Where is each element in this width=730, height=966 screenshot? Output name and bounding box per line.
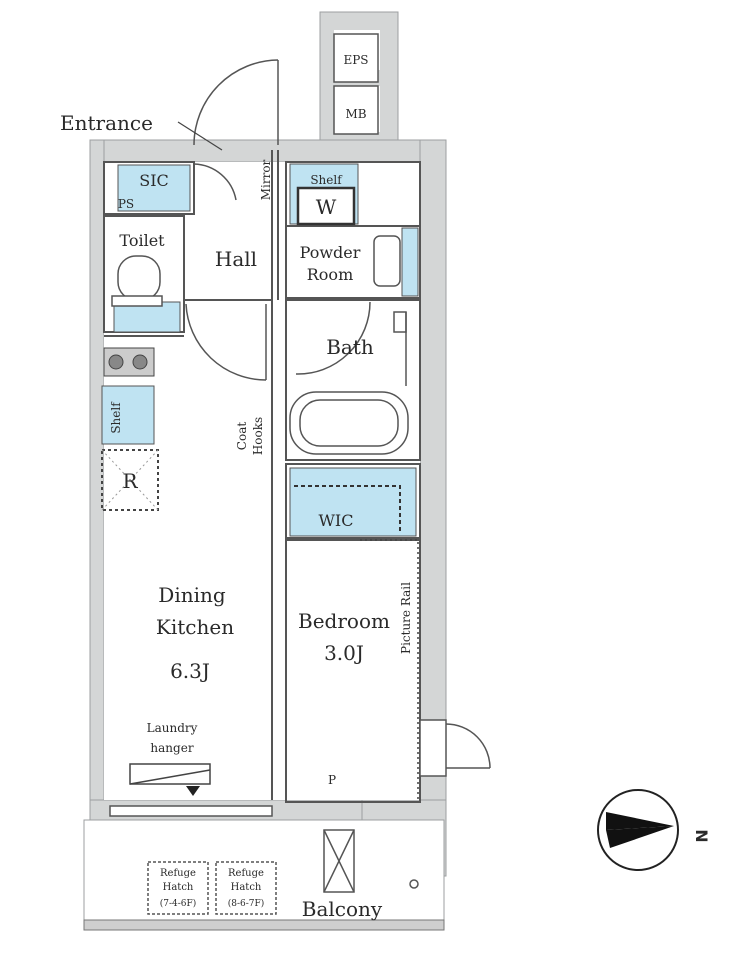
refrigerator-box xyxy=(101,449,159,511)
basin xyxy=(373,235,401,287)
label-mirror: Mirror xyxy=(259,159,273,200)
label-hatch-2c: (8-6-7F) xyxy=(228,898,265,909)
bathtub xyxy=(289,311,409,455)
hall-door xyxy=(185,303,267,381)
label-hatch-1b: Hatch xyxy=(163,882,194,893)
label-powder-1: Powder xyxy=(300,243,361,262)
eps-mb xyxy=(333,33,379,135)
label-ps-left: PS xyxy=(118,197,134,211)
label-w: W xyxy=(316,195,337,219)
picture-rail-line xyxy=(360,539,419,800)
entrance-door xyxy=(193,59,279,146)
label-shelf: Shelf xyxy=(310,173,343,187)
sic-storage xyxy=(117,164,191,212)
mb-box xyxy=(333,85,379,135)
interior-walls xyxy=(103,150,421,803)
label-coat-1: Coat xyxy=(235,422,249,451)
label-hall: Hall xyxy=(215,247,257,271)
label-mb: MB xyxy=(345,107,366,121)
label-dining-1: Dining xyxy=(158,583,226,607)
label-dining-2: Kitchen xyxy=(156,615,234,639)
label-eps: EPS xyxy=(343,53,368,67)
label-bedroom-size: 3.0J xyxy=(324,641,364,665)
label-toilet: Toilet xyxy=(119,231,165,250)
label-sic: SIC xyxy=(139,171,169,190)
label-bedroom: Bedroom xyxy=(298,609,390,633)
refuge-hatch-1 xyxy=(147,861,209,915)
label-entrance: Entrance xyxy=(60,111,153,135)
windows xyxy=(109,719,447,817)
label-dining-size: 6.3J xyxy=(170,659,210,683)
closet-door xyxy=(193,163,237,201)
label-powder-2: Room xyxy=(307,265,353,284)
label-shelf-kitchen: Shelf xyxy=(109,401,123,434)
toilet-shelf xyxy=(113,301,181,333)
text-labels: EPS MB Entrance SIC PS Mirror Shelf W To… xyxy=(60,53,711,921)
toilet-fixture xyxy=(111,255,163,307)
label-hatch-1c: (7-4-6F) xyxy=(160,898,197,909)
wic-rail xyxy=(294,485,401,532)
label-balcony: Balcony xyxy=(302,897,383,921)
laundry-hanger xyxy=(129,763,211,796)
refuge-hatch-2 xyxy=(215,861,277,915)
label-bath: Bath xyxy=(326,335,374,359)
washer-box xyxy=(296,186,356,226)
compass xyxy=(597,789,679,871)
label-refrigerator: R xyxy=(122,469,138,493)
label-picture-rail: Picture Rail xyxy=(399,582,413,654)
balcony-items xyxy=(147,829,419,915)
label-hatch-1a: Refuge xyxy=(160,868,196,879)
kitchen-sink xyxy=(101,385,155,445)
label-hatch-2a: Refuge xyxy=(228,868,264,879)
powder-shelf xyxy=(401,227,419,297)
label-compass-n: N xyxy=(692,829,711,842)
doors xyxy=(185,59,491,769)
wic-storage xyxy=(289,467,417,537)
balcony-rail xyxy=(83,919,445,931)
label-laundry-2: hanger xyxy=(150,741,193,755)
label-wic: WIC xyxy=(318,511,353,530)
label-laundry-1: Laundry xyxy=(147,721,198,735)
stove xyxy=(103,347,155,377)
eps-box xyxy=(333,33,379,83)
label-hatch-2b: Hatch xyxy=(231,882,262,893)
entrance-leader xyxy=(177,121,223,151)
label-ps-bedroom: P xyxy=(328,773,336,787)
bath-door xyxy=(295,301,371,375)
bedroom-window-door xyxy=(445,723,491,769)
label-coat-2: Hooks xyxy=(251,417,265,455)
